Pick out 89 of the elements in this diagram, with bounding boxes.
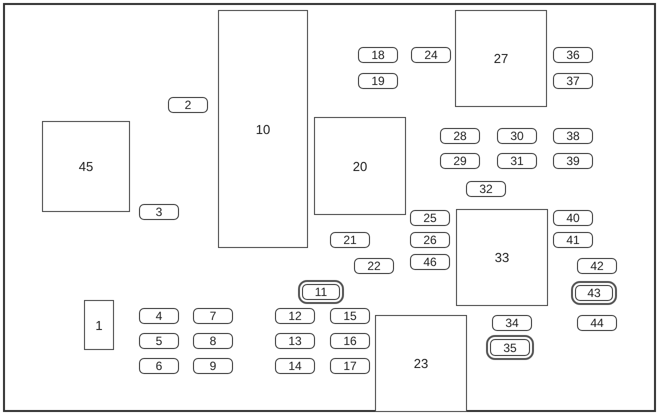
fuse-slot — [553, 73, 593, 89]
fuse-slot — [354, 258, 394, 274]
fuse-slot — [440, 128, 480, 144]
slot-number: 33 — [494, 250, 510, 265]
fuse-slot — [193, 308, 233, 324]
slot-number: 41 — [566, 233, 580, 247]
fuse-slot — [330, 232, 370, 248]
slot-number: 20 — [352, 158, 368, 174]
fuse-slot — [275, 333, 315, 349]
slot-number: 32 — [479, 182, 493, 196]
fuse-slot — [497, 153, 537, 169]
fuse-slot — [358, 73, 398, 89]
fuse-slot — [193, 333, 233, 349]
relay-box — [42, 121, 130, 212]
slot-number: 16 — [343, 334, 357, 348]
slot-number: 38 — [566, 129, 580, 143]
slot-number: 22 — [367, 259, 381, 273]
slot-number: 42 — [590, 259, 604, 273]
fuse-slot — [466, 181, 506, 197]
fuse-slot — [553, 153, 593, 169]
fuse-slot — [275, 358, 315, 374]
fuse-slot — [492, 315, 532, 331]
slot-number: 31 — [510, 154, 524, 168]
slot-number: 34 — [505, 316, 519, 330]
slot-number: 26 — [423, 233, 437, 247]
fuse-slot — [440, 153, 480, 169]
fuse-slot — [330, 333, 370, 349]
relay-box — [218, 10, 308, 248]
fuse-slot — [139, 204, 179, 220]
fuse-slot — [358, 47, 398, 63]
slot-number: 13 — [288, 334, 302, 348]
fuse-slot — [139, 308, 179, 324]
relay-box — [314, 117, 406, 215]
relay-box — [455, 10, 547, 107]
slot-number: 15 — [343, 309, 357, 323]
slot-number: 18 — [371, 48, 385, 62]
slot-number: 24 — [424, 48, 438, 62]
relay-box — [456, 209, 548, 306]
fuse-slot — [330, 358, 370, 374]
slot-number: 27 — [494, 51, 508, 66]
fuse-slot — [139, 333, 179, 349]
slot-number: 21 — [343, 233, 357, 247]
slot-number: 30 — [510, 129, 524, 143]
slot-number: 3 — [156, 205, 162, 219]
slot-number: 12 — [288, 309, 302, 323]
slot-number: 28 — [453, 129, 467, 143]
fuse-slot — [553, 210, 593, 226]
fuse-slot — [139, 358, 179, 374]
fuse-slot — [553, 47, 593, 63]
slot-number: 6 — [156, 359, 162, 373]
slot-number: 2 — [184, 98, 192, 112]
slot-number: 43 — [587, 286, 601, 300]
fuse-slot — [553, 128, 593, 144]
slot-number: 23 — [414, 356, 428, 371]
fuse-slot — [497, 128, 537, 144]
fuse-slot — [330, 308, 370, 324]
slot-number: 36 — [566, 48, 580, 62]
slot-number: 9 — [210, 359, 216, 373]
relay-box — [84, 300, 114, 350]
fuse-slot — [553, 232, 593, 248]
slot-number: 8 — [210, 334, 216, 348]
slot-number: 29 — [453, 154, 467, 168]
relay-box — [375, 315, 467, 412]
slot-number: 44 — [590, 316, 604, 330]
slot-number: 4 — [156, 309, 162, 323]
slot-number: 37 — [566, 74, 580, 88]
slot-number: 1 — [95, 318, 103, 332]
slot-number: 17 — [343, 359, 357, 373]
slot-number: 19 — [371, 74, 385, 88]
slot-number: 14 — [288, 359, 302, 373]
fuse-slot — [577, 315, 617, 331]
slot-number: 10 — [256, 122, 270, 136]
fuse-slot — [168, 97, 208, 113]
slot-number: 7 — [210, 309, 216, 323]
slot-number: 5 — [156, 334, 162, 348]
fuse-slot — [577, 258, 617, 274]
fuse-slot — [410, 210, 450, 226]
slot-number: 11 — [314, 285, 328, 299]
fuse-slot — [193, 358, 233, 374]
slot-number: 45 — [78, 159, 94, 174]
slot-number: 40 — [566, 211, 580, 225]
slot-number: 35 — [503, 340, 517, 354]
slot-number: 39 — [566, 154, 580, 168]
slot-number: 46 — [423, 255, 437, 269]
fuse-slot — [410, 232, 450, 248]
fuse-slot — [411, 47, 451, 63]
fuse-slot — [275, 308, 315, 324]
fuse-slot — [410, 254, 450, 270]
slot-number: 25 — [423, 211, 437, 225]
